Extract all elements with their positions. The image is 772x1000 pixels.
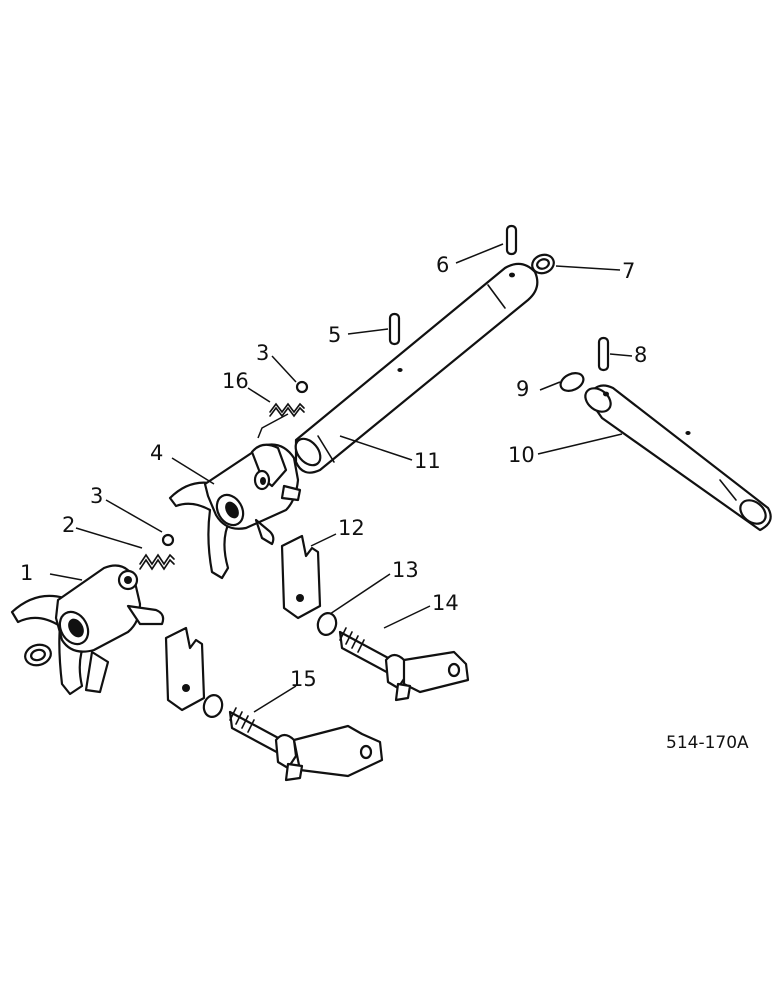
roll-pin-8 [597,336,610,372]
callout-10: 10 [508,443,535,467]
retaining-ring-7 [531,253,555,275]
callout-2: 2 [62,513,75,537]
rail-shaft-10 [584,384,772,532]
interlock-plate-lower [164,626,206,712]
callout-13: 13 [392,558,419,582]
callout-3-upper: 3 [256,341,269,365]
leader-lines [49,243,633,713]
callout-14: 14 [432,591,459,615]
callout-11: 11 [414,449,441,473]
part-code: 514-170A [666,733,749,753]
callout-3-lower: 3 [90,484,103,508]
roll-pin-6 [505,224,518,256]
callout-5: 5 [328,323,341,347]
callout-7: 7 [622,259,635,283]
o-ring-13 [316,612,338,636]
shift-lever-14 [338,627,470,702]
interlock-plate-12 [280,534,322,620]
callout-8: 8 [634,343,647,367]
shift-fork-4 [168,443,302,580]
callout-12: 12 [338,516,365,540]
callout-1: 1 [20,561,33,585]
o-ring-15 [202,694,224,718]
spring-16 [257,402,305,439]
shift-fork-1 [10,564,165,696]
o-ring-9 [559,372,585,392]
detent-ball-3a [295,380,309,394]
callout-16: 16 [222,369,249,393]
callout-9: 9 [516,377,529,401]
spring-2 [139,553,175,571]
rail-shaft-11 [294,262,539,474]
callout-4: 4 [150,441,163,465]
callout-6: 6 [436,253,449,277]
roll-pin-5 [388,312,401,346]
shift-lever-15 [228,707,384,782]
detent-ball-3b [161,533,175,547]
retaining-ring-1 [24,643,52,667]
callout-15: 15 [290,667,317,691]
